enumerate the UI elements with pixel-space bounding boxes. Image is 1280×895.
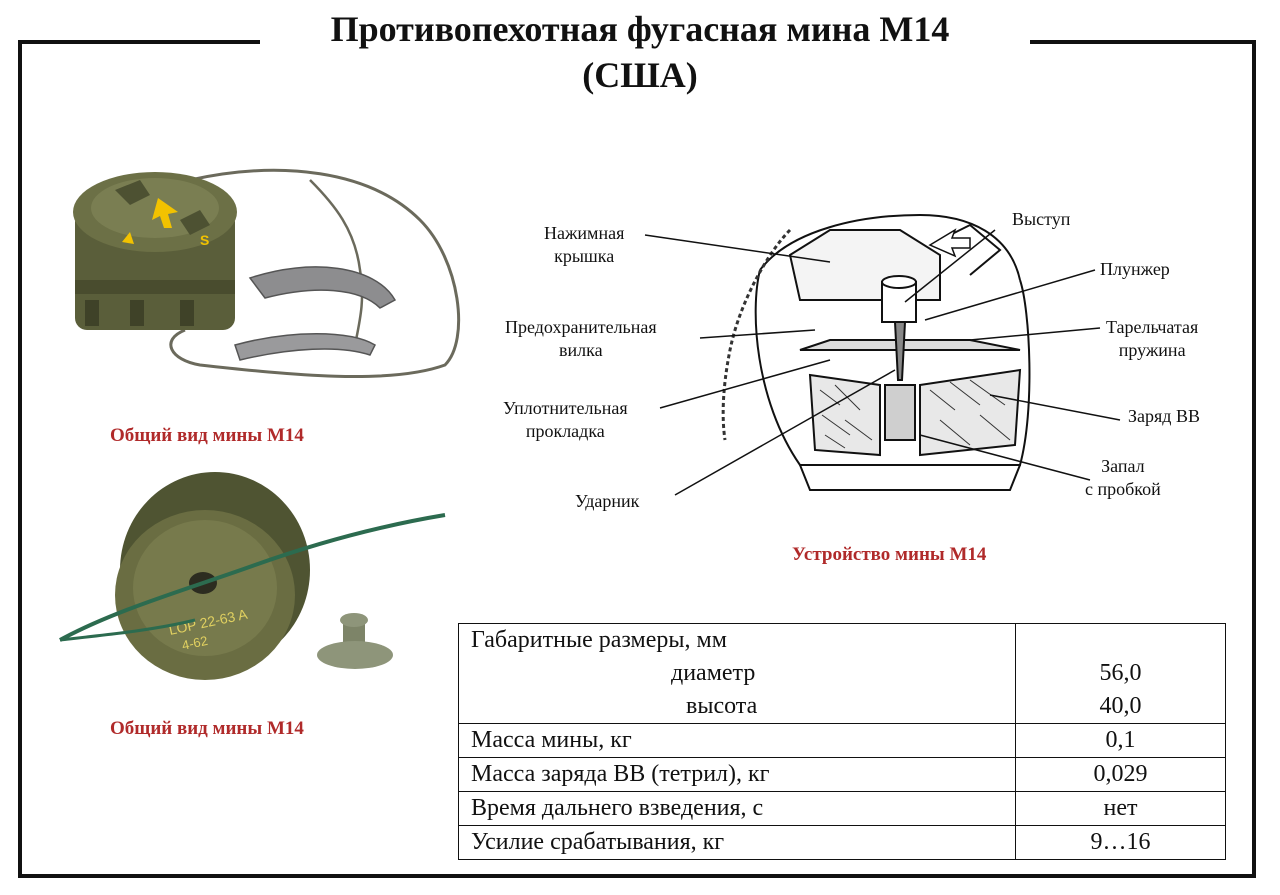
row-value: 0,029: [1015, 757, 1226, 792]
height-label: высота: [686, 693, 758, 719]
title-line-1: Противопехотная фугасная мина М14: [330, 9, 950, 49]
label-spring: Тарельчатая пружина: [1106, 317, 1199, 360]
safety-fork: [248, 266, 397, 309]
dimensions-cell: Габаритные размеры, мм диаметр высота: [458, 623, 1016, 724]
row-value: 0,1: [1015, 723, 1226, 758]
label-charge: Заряд ВВ: [1128, 406, 1200, 426]
mine-photo-top: S: [73, 168, 461, 379]
page-title: Противопехотная фугасная мина М14 (США): [230, 6, 1050, 98]
charge-left: [808, 373, 881, 457]
dimensions-values: 56,0 40,0: [1015, 623, 1226, 724]
table-row: Масса заряда ВВ (тетрил), кг 0,029: [458, 757, 1226, 792]
table-row: Время дальнего взведения, с нет: [458, 791, 1226, 826]
height-value: 40,0: [1099, 693, 1142, 719]
label-gasket: Уплотнительная прокладка: [503, 398, 628, 441]
table-row: Габаритные размеры, мм диаметр высота 56…: [458, 623, 1226, 724]
row-label: Масса мины, кг: [458, 723, 1016, 758]
row-label: Время дальнего взведения, с: [458, 791, 1016, 826]
diameter-label: диаметр: [671, 660, 756, 686]
specs-table: Габаритные размеры, мм диаметр высота 56…: [458, 623, 1226, 860]
row-label: Масса заряда ВВ (тетрил), кг: [458, 757, 1016, 792]
cap-letter: S: [200, 232, 209, 248]
charge-right: [919, 368, 1022, 457]
title-background: [260, 20, 1030, 80]
fuze: [884, 384, 916, 441]
label-plunger: Плунжер: [1100, 259, 1170, 279]
disc-spring: [799, 339, 1021, 351]
table-row: Усилие срабатывания, кг 9…16: [458, 825, 1226, 860]
label-striker: Ударник: [575, 491, 640, 511]
label-cover: Нажимная крышка: [544, 223, 625, 266]
cord: [59, 513, 446, 642]
title-line-2: (США): [582, 55, 698, 95]
label-fuze: Запал с пробкой: [1085, 456, 1161, 499]
arrow-icon: [152, 198, 178, 228]
leader-lines: [644, 229, 1121, 496]
cord: [169, 168, 461, 379]
row-value: 9…16: [1015, 825, 1226, 860]
mine-cutaway-diagram: [644, 213, 1121, 496]
mine-photo-bottom: LOP 22-63 A 4-62: [59, 472, 446, 680]
bottom-marking-2: 4-62: [181, 633, 210, 653]
label-ledge: Выступ: [1012, 209, 1071, 229]
diameter-value: 56,0: [1099, 660, 1142, 686]
caption-photo-top: Общий вид мины М14: [110, 425, 304, 446]
row-value: нет: [1015, 791, 1226, 826]
row-label: Усилие срабатывания, кг: [458, 825, 1016, 860]
cover-section: [788, 229, 941, 301]
table-row: Масса мины, кг 0,1: [458, 723, 1226, 758]
caption-photo-bottom: Общий вид мины М14: [110, 718, 304, 739]
caption-diagram: Устройство мины М14: [792, 544, 987, 565]
label-safety-fork: Предохранительная вилка: [505, 317, 657, 360]
dimensions-label: Габаритные размеры, мм: [471, 627, 727, 653]
